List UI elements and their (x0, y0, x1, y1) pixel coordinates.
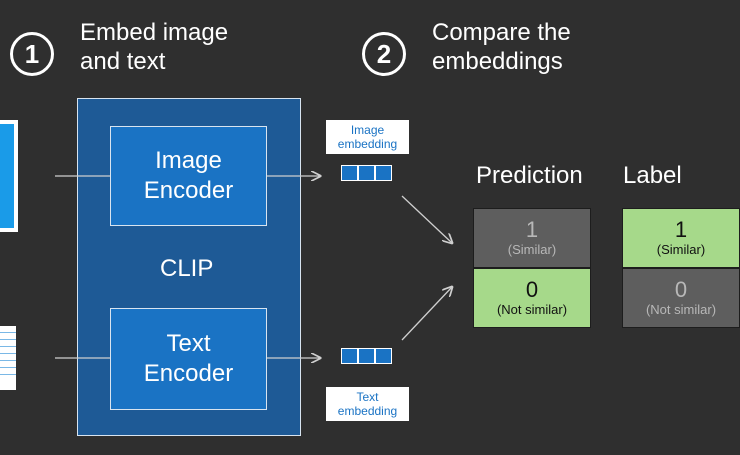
image-encoder-box: Image Encoder (110, 126, 267, 226)
label-title: Label (623, 162, 682, 189)
image-embedding-label: Image embedding (326, 120, 409, 154)
label-sub-not-similar: (Not similar) (645, 302, 717, 317)
step-2-title: Compare the embeddings (432, 19, 571, 75)
label-value-not-similar: 0 (674, 277, 688, 302)
text-to-prediction-arrow (401, 287, 452, 341)
input-image-thumbnail (0, 120, 18, 232)
vector-cell (375, 165, 392, 181)
prediction-cell-similar: 1 (Similar) (473, 208, 591, 268)
step-1-number: 1 (10, 32, 54, 76)
clip-label: CLIP (160, 255, 214, 282)
vector-cell (341, 348, 358, 364)
prediction-title: Prediction (476, 162, 583, 189)
prediction-sub-not-similar: (Not similar) (496, 302, 568, 317)
text-encoder-box: Text Encoder (110, 308, 267, 410)
vector-cell (358, 348, 375, 364)
prediction-value-similar: 1 (525, 217, 539, 242)
label-cell-similar: 1 (Similar) (622, 208, 740, 268)
prediction-value-not-similar: 0 (525, 277, 539, 302)
prediction-sub-similar: (Similar) (507, 242, 557, 257)
image-to-prediction-arrow (401, 195, 452, 243)
vector-cell (341, 165, 358, 181)
image-embedding-vector (341, 165, 392, 181)
vector-cell (375, 348, 392, 364)
label-sub-similar: (Similar) (656, 242, 706, 257)
input-text-snippet (0, 326, 16, 390)
label-cell-not-similar: 0 (Not similar) (622, 268, 740, 328)
label-column-clip: Label 1 (Similar) 0 (Not similar) (600, 150, 740, 340)
prediction-cell-not-similar: 0 (Not similar) (473, 268, 591, 328)
text-embedding-vector (341, 348, 392, 364)
text-embedding-label: Text embedding (326, 387, 409, 421)
label-value-similar: 1 (674, 217, 688, 242)
step-1-title: Embed image and text (80, 19, 229, 75)
connector-arrows (55, 0, 687, 455)
step-2-number: 2 (362, 32, 406, 76)
vector-cell (358, 165, 375, 181)
